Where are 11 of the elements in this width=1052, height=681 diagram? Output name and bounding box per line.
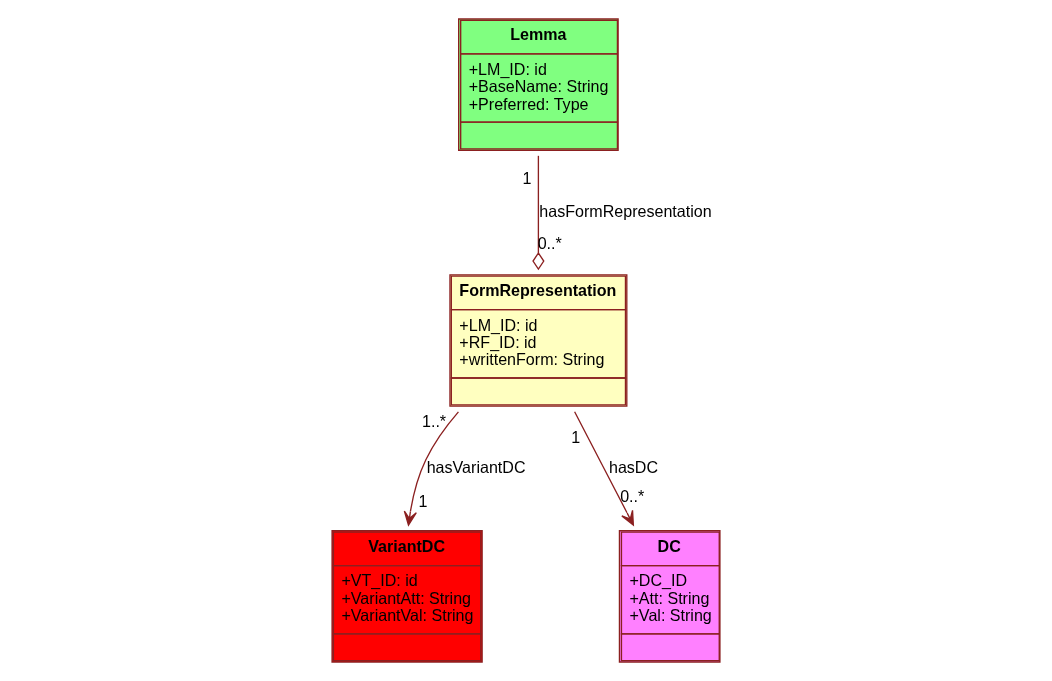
edge-label: hasVariantDC: [426, 457, 526, 476]
label: 0..*: [620, 487, 645, 506]
edge-label: hasDC: [608, 457, 659, 476]
arrow: [573, 411, 634, 526]
label: 1..*: [422, 412, 447, 431]
label: 1: [418, 491, 428, 510]
connector: [532, 155, 545, 271]
edge-label: hasFormRepresentation: [539, 201, 712, 220]
label: 1: [571, 427, 581, 446]
arrow: [403, 411, 460, 526]
label: 1: [522, 169, 532, 188]
